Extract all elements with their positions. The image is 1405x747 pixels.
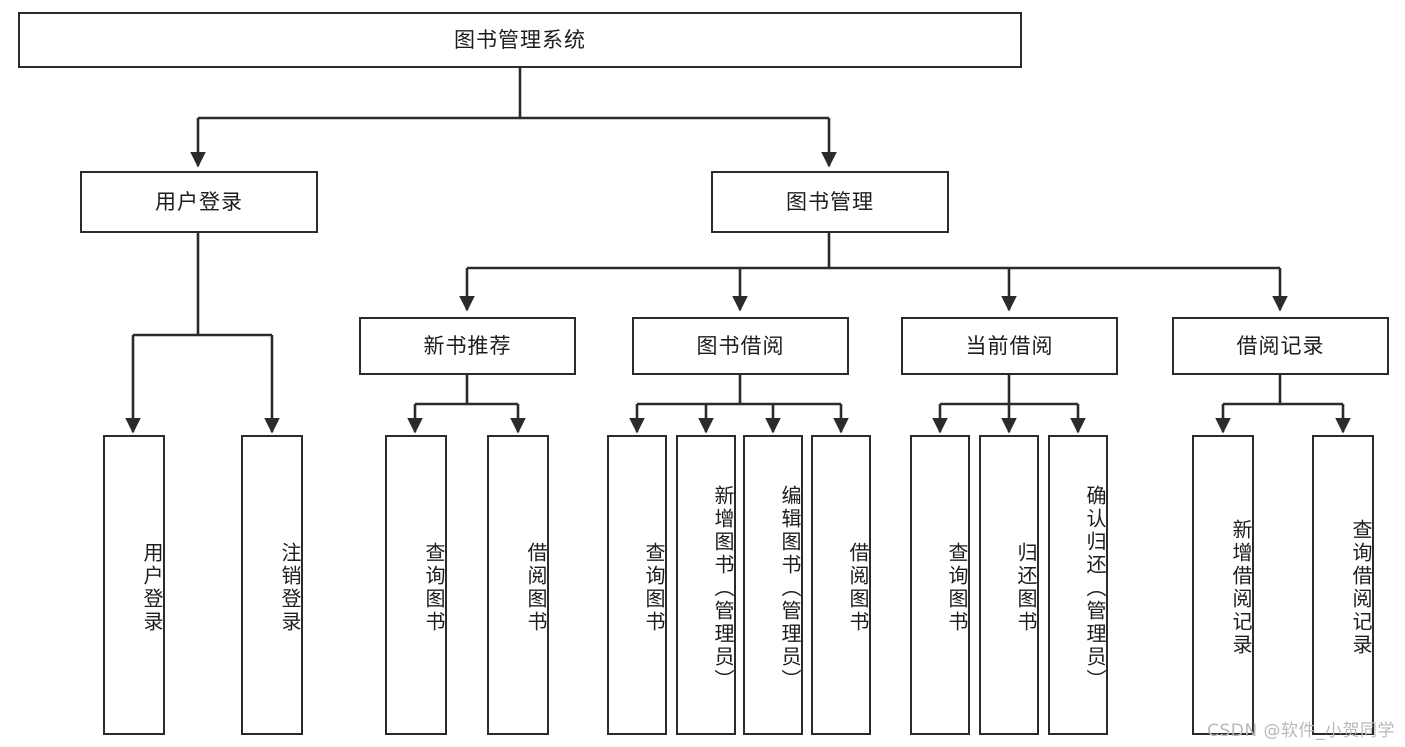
node-label: 用户登录 (155, 189, 243, 214)
leaf-record-add-borrow-record[interactable]: 新增借阅记录 (1192, 435, 1254, 735)
leaf-recommend-borrow-book[interactable]: 借阅图书 (487, 435, 549, 735)
node-new-book-recommend[interactable]: 新书推荐 (359, 317, 576, 375)
node-label: 查询图书 (422, 542, 446, 634)
node-label: 当前借阅 (965, 333, 1054, 358)
node-label: 编辑图书（管理员） (778, 484, 802, 692)
leaf-borrow-add-book-admin[interactable]: 新增图书（管理员） (676, 435, 736, 735)
node-label: 注销登录 (278, 542, 302, 634)
leaf-record-query-borrow-record[interactable]: 查询借阅记录 (1312, 435, 1374, 735)
node-label: 图书管理 (786, 189, 874, 214)
node-book-borrow[interactable]: 图书借阅 (632, 317, 849, 375)
node-label: 确认归还（管理员） (1083, 484, 1107, 692)
leaf-borrow-edit-book-admin[interactable]: 编辑图书（管理员） (743, 435, 803, 735)
csdn-watermark: CSDN @软件_小贺同学 (1207, 721, 1395, 741)
leaf-user-login-logout[interactable]: 注销登录 (241, 435, 303, 735)
leaf-current-query-book[interactable]: 查询图书 (910, 435, 970, 735)
node-label: 归还图书 (1014, 542, 1038, 634)
node-label: 新增图书（管理员） (711, 484, 735, 692)
node-label: 图书管理系统 (454, 27, 586, 52)
node-label: 查询图书 (642, 542, 666, 634)
leaf-user-login-login[interactable]: 用户登录 (103, 435, 165, 735)
node-label: 新书推荐 (423, 333, 512, 358)
node-current-borrow[interactable]: 当前借阅 (901, 317, 1118, 375)
node-label: 借阅图书 (846, 542, 870, 634)
node-label: 图书借阅 (696, 333, 785, 358)
node-book-management[interactable]: 图书管理 (711, 171, 949, 233)
node-user-login[interactable]: 用户登录 (80, 171, 318, 233)
leaf-recommend-query-book[interactable]: 查询图书 (385, 435, 447, 735)
node-label: 查询借阅记录 (1349, 519, 1373, 657)
node-label: 借阅图书 (524, 542, 548, 634)
node-label: 查询图书 (945, 542, 969, 634)
leaf-borrow-query-book[interactable]: 查询图书 (607, 435, 667, 735)
leaf-borrow-borrow-book[interactable]: 借阅图书 (811, 435, 871, 735)
node-label: 用户登录 (140, 542, 164, 634)
node-borrow-record[interactable]: 借阅记录 (1172, 317, 1389, 375)
node-label: 新增借阅记录 (1229, 519, 1253, 657)
node-root-book-management-system[interactable]: 图书管理系统 (18, 12, 1022, 68)
node-label: 借阅记录 (1236, 333, 1325, 358)
leaf-current-return-book[interactable]: 归还图书 (979, 435, 1039, 735)
leaf-current-confirm-return-admin[interactable]: 确认归还（管理员） (1048, 435, 1108, 735)
